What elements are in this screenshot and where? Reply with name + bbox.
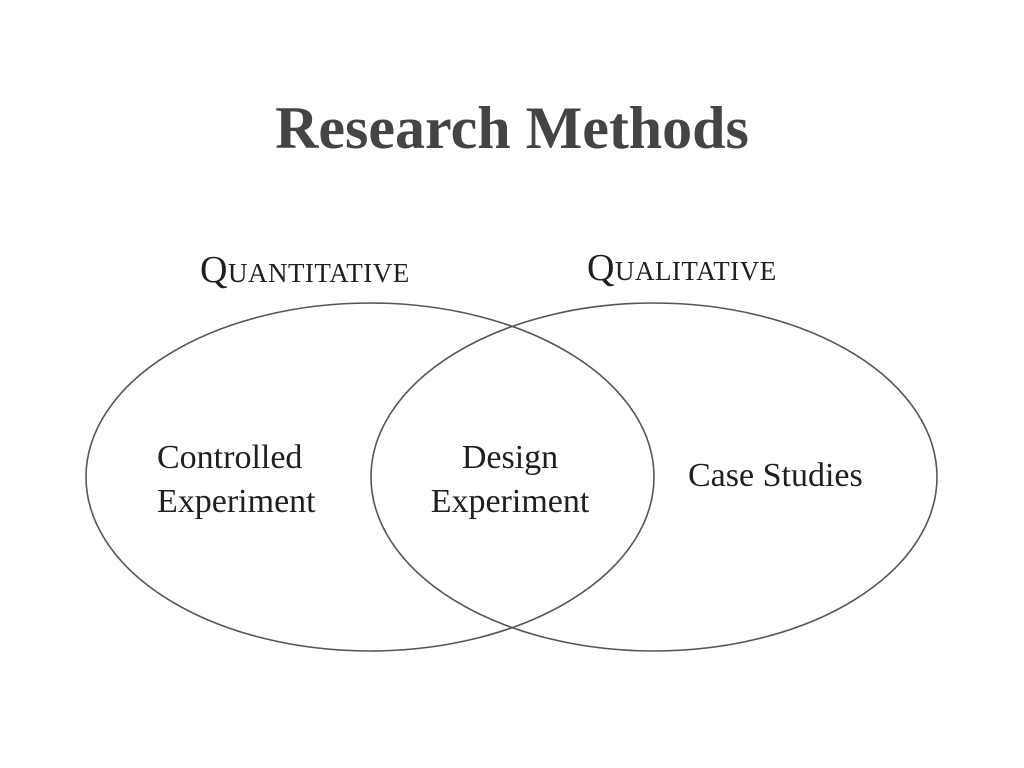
set-label-quantitative: Quantitative [200,249,410,291]
region-line: Case Studies [688,457,863,494]
region-line: Controlled [157,439,303,476]
region-line: Experiment [157,483,316,520]
region-qualitative-only: Case Studies [688,454,863,498]
qualitative-circle [370,302,938,652]
set-label-qualitative: Qualitative [587,247,777,289]
region-overlap: Design Experiment [410,436,610,524]
slide-title: Research Methods [275,95,749,161]
region-quantitative-only: Controlled Experiment [157,436,316,524]
quantitative-circle [85,302,655,652]
region-line: Experiment [430,483,590,520]
region-line: Design [461,439,559,476]
